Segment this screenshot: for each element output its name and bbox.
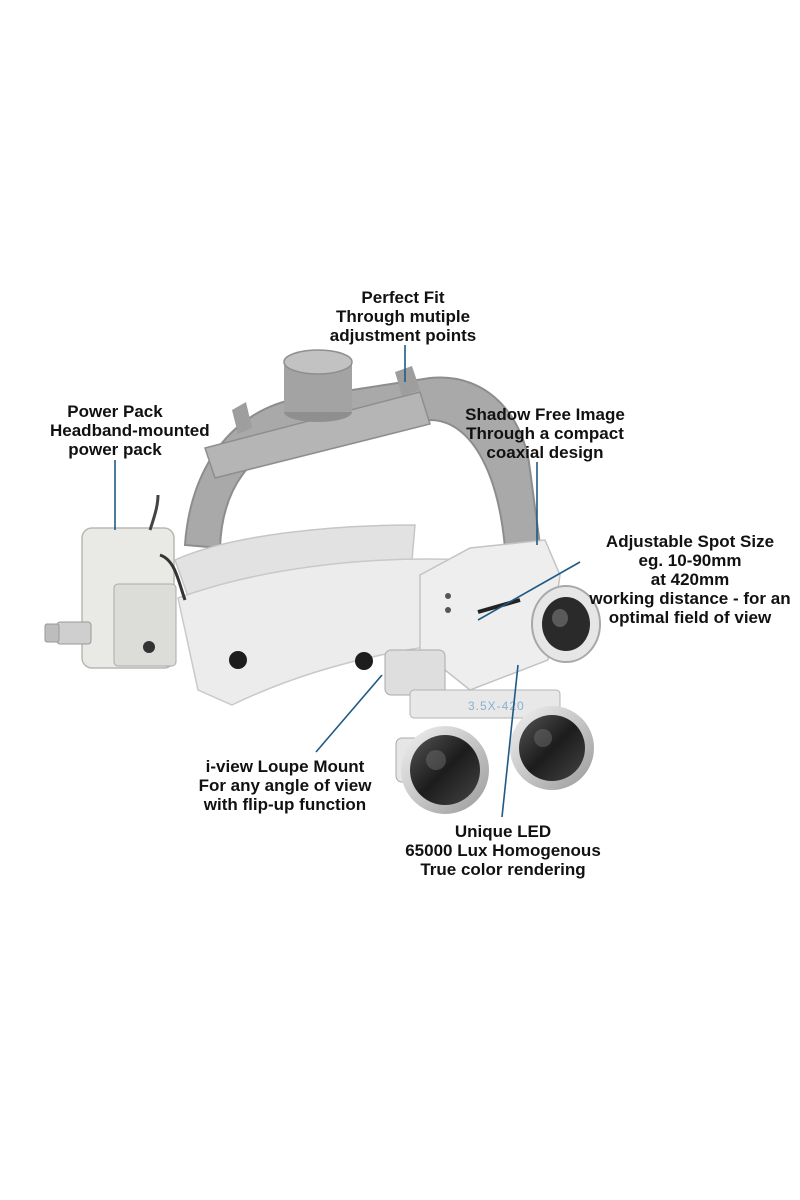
callout-power-pack: Power Pack Headband-mounted power pack [50, 402, 210, 459]
adjustment-knob [283, 349, 353, 422]
callout-text: Headband-mounted [50, 421, 210, 440]
leader-lines [114, 345, 581, 818]
leader-line-spot [477, 561, 581, 621]
callout-text: True color rendering [420, 860, 586, 879]
power-pack [44, 494, 187, 669]
callout-text: working distance - for an [589, 589, 791, 608]
callout-text: coaxial design [486, 443, 604, 462]
padded-strap [174, 524, 479, 706]
callout-text: 65000 Lux Homogenous [405, 841, 601, 860]
callout-text: eg. 10-90mm [638, 551, 742, 570]
callout-loupe-mount: i-view Loupe Mount For any angle of view… [195, 757, 375, 814]
callout-text: adjustment points [329, 326, 477, 345]
callout-text: Through a compact [466, 424, 624, 443]
callout-text: For any angle of view [198, 776, 372, 795]
callout-title: Adjustable Spot Size [605, 532, 775, 551]
magnification-label: 3.5X-420 [468, 699, 525, 713]
callout-title: Perfect Fit [361, 288, 445, 307]
callout-text: optimal field of view [608, 608, 772, 627]
callout-title: Shadow Free Image [465, 405, 625, 424]
headband-frame [183, 366, 542, 550]
leader-line-led [501, 664, 519, 818]
callout-text: with flip-up function [203, 795, 367, 814]
callout-text: power pack [68, 440, 162, 459]
callout-title: Power Pack [67, 402, 163, 421]
callout-text: Through mutiple [335, 307, 471, 326]
leader-line-mount [315, 674, 383, 753]
callout-spot-size: Adjustable Spot Size eg. 10-90mm at 420m… [585, 532, 795, 627]
callout-perfect-fit: Perfect Fit Through mutiple adjustment p… [318, 288, 488, 345]
callout-shadow-free: Shadow Free Image Through a compact coax… [455, 405, 635, 462]
callout-text: at 420mm [650, 570, 730, 589]
callout-title: i-view Loupe Mount [205, 757, 365, 776]
callout-title: Unique LED [454, 822, 552, 841]
loupe-binocular: 3.5X-420 [384, 649, 594, 814]
callout-unique-led: Unique LED 65000 Lux Homogenous True col… [393, 822, 613, 879]
led-headlight [419, 539, 601, 691]
